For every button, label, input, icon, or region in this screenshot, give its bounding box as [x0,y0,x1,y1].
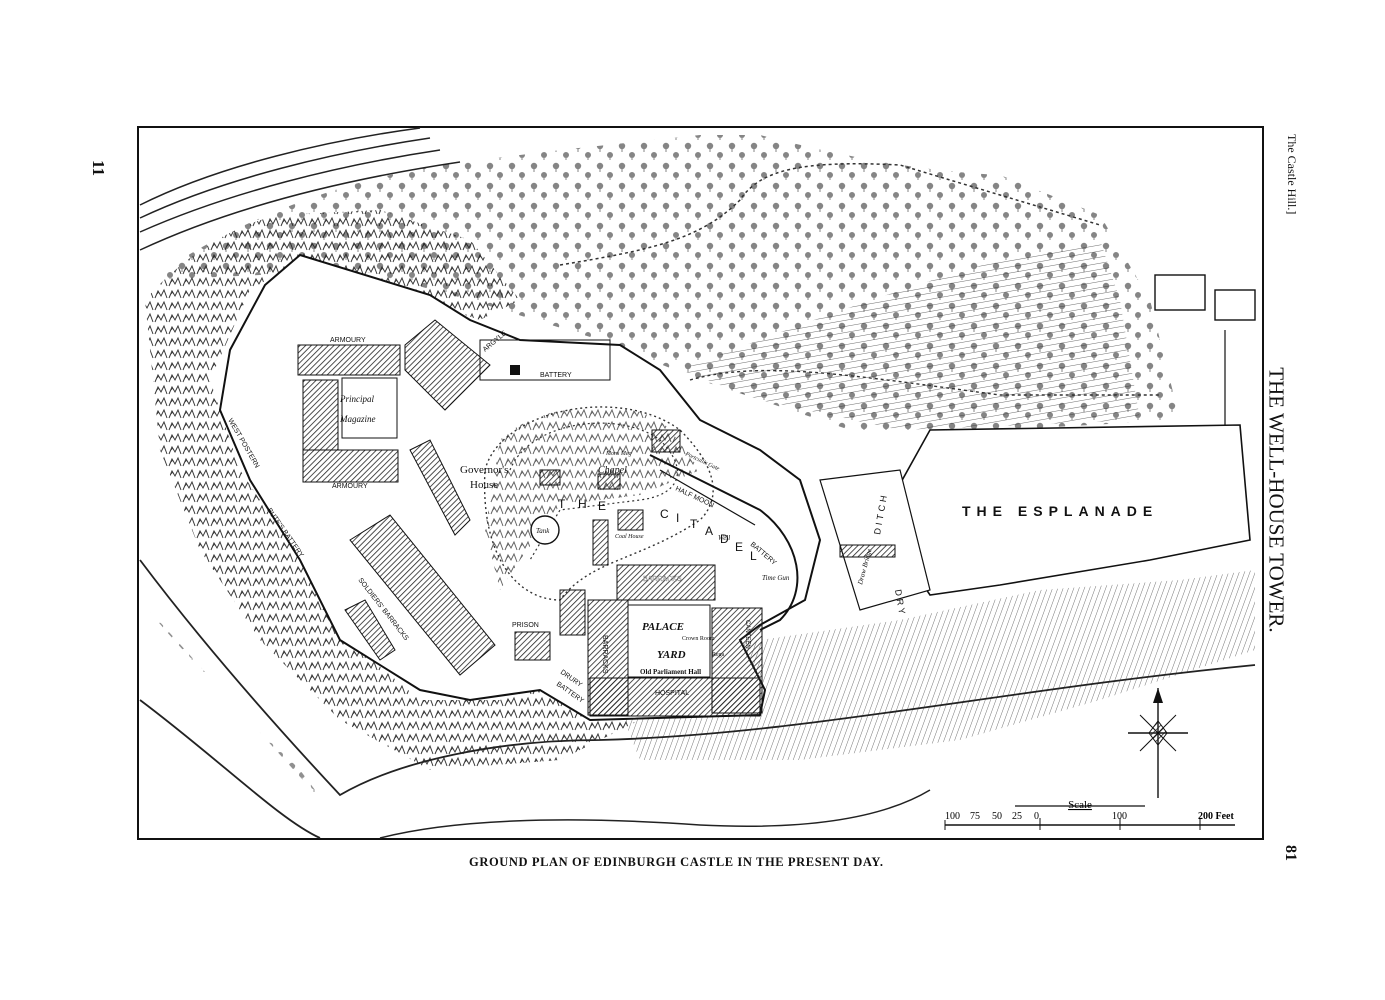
label-citadel-i: I [676,511,679,525]
scale-bar: Scale 100 75 50 25 0 100 200 Feet [944,799,1235,830]
label-dry: DRY [893,589,908,618]
label-battery: BATTERY [540,372,572,379]
label-time-gun: Time Gun [762,574,790,582]
label-regalia: Rega [712,652,725,658]
dry-ditch [819,469,931,611]
label-citadel-e2: E [735,540,743,554]
north-building [404,319,491,411]
soldiers-barracks-building [349,514,496,676]
scale-tick-25: 25 [1012,811,1022,822]
label-chapel: Chapel [598,465,627,476]
draw-bridge [839,544,896,558]
label-principal: Principal [339,394,374,404]
small-building-1 [592,519,609,566]
palace-yard [627,604,711,678]
scale-tick-0: 0 [1034,811,1039,822]
railway-lines [139,127,461,251]
label-citadel-t2: T [690,517,698,531]
running-title: THE WELL-HOUSE TOWER. [1264,367,1289,633]
mound-path [559,163,1101,266]
scale-title: Scale [1068,799,1092,811]
north-slope-hatching [680,240,1140,430]
scale-tick-100r: 100 [1112,811,1127,822]
small-building-2 [539,469,561,486]
section-header: The Castle Hill.] [1285,134,1299,215]
label-citadel-c: C [660,507,669,521]
citadel-dotted-outline [483,406,714,601]
scale-tick-50: 50 [992,811,1002,822]
portcullis-gate [651,429,681,453]
west-crags [145,210,640,770]
label-well: Well [718,534,730,542]
east-house-1 [1154,274,1206,311]
label-tank: Tank [536,527,550,535]
label-citadel-h: H [578,497,587,511]
kings-stables-road [139,699,321,839]
label-governors: Governor's [460,464,508,476]
label-crown-room: Crown Room [682,636,715,642]
label-coal-house: Coal House [615,534,644,540]
palace-block [711,607,763,714]
label-palace: PALACE [642,621,684,633]
argyle-battery-post [510,365,520,375]
magazine-building [341,377,398,439]
chapel-building [597,473,621,490]
label-citadel-d: D [720,532,729,546]
right-page-number: 81 [1282,845,1299,861]
label-prison: PRISON [512,622,539,629]
label-magazine: Magazine [339,414,376,424]
scale-tick-100l: 100 [945,811,960,822]
armoury-lower-building [302,449,399,483]
compass-rose-icon [1128,688,1188,798]
half-moon-battery [649,454,799,631]
label-esplanade: THE ESPLANADE [962,503,1158,519]
left-page-number: 11 [89,160,108,177]
label-old-parliament: Old Parliament Hall [640,668,701,676]
label-citadel-t: T [558,497,567,511]
prison-building [514,631,551,661]
east-house-2 [1214,289,1256,321]
label-house: House [470,479,498,491]
tank [530,515,560,545]
label-barracks-top: BARRACKS [643,576,682,583]
label-armoury-top: ARMOURY [330,337,366,344]
label-barracks-side: BARRACKS [601,635,608,674]
label-armoury-bottom: ARMOURY [332,483,368,490]
label-citadel-l: L [750,549,757,563]
citadel-rock [485,406,700,590]
south-crags [600,570,1255,760]
argyle-battery [479,339,611,381]
barracks-block [616,564,716,601]
map-caption: GROUND PLAN OF EDINBURGH CASTLE IN THE P… [469,855,884,869]
label-citadel-a: A [705,524,713,538]
small-building-3 [559,589,586,636]
bute-battery-building [344,599,396,661]
principal-building [302,379,339,451]
armoury-building [297,344,401,376]
coal-house [617,509,644,531]
governors-house-building [409,439,471,536]
label-mons-meg: Mons Meg [605,451,632,457]
label-citadel-e: E [598,499,606,513]
scale-tick-200: 200 Feet [1198,811,1234,822]
curved-walk [689,369,1160,396]
label-yard: YARD [657,649,686,661]
label-canteen: CANTEEN [744,620,750,649]
scale-tick-75: 75 [970,811,980,822]
label-hospital: HOSPITAL [655,690,689,697]
